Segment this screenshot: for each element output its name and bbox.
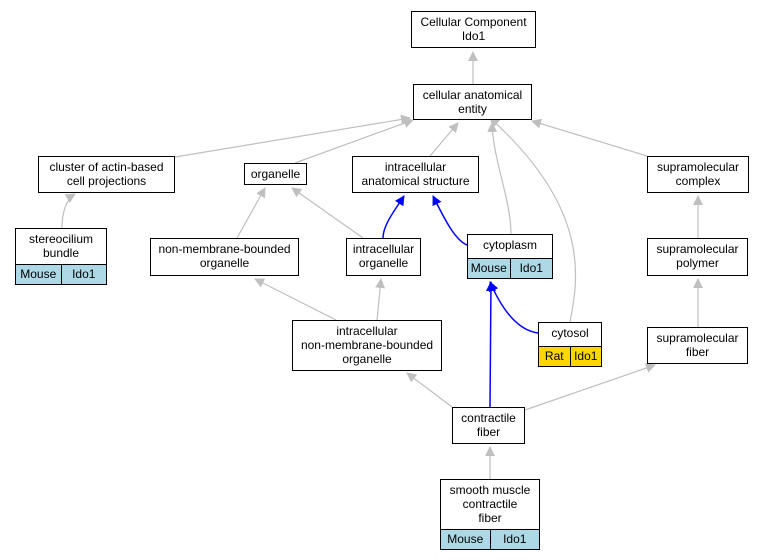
edge-io-to-ias xyxy=(382,195,405,239)
edge-cf-to-inmbo xyxy=(406,372,453,408)
edge-cluster-to-cae xyxy=(174,114,411,158)
edge-organelle-to-cae xyxy=(294,118,414,164)
node-label-line: cluster of actin-based xyxy=(49,160,164,174)
annotation-tag-mouse[interactable]: Ido1 xyxy=(509,259,552,278)
edge-cytosol-to-cyto xyxy=(489,281,539,334)
node-label-line: non-membrane-bounded xyxy=(300,338,434,352)
node-label-line: fiber xyxy=(476,425,501,439)
edge-io-to-organelle xyxy=(291,187,364,239)
edge-ias-to-cae xyxy=(429,122,459,157)
node-label: organelle xyxy=(245,164,306,184)
annotation-tag-mouse[interactable]: Mouse xyxy=(468,259,510,278)
node-label-line: contractile xyxy=(462,497,518,511)
annotation-tag-mouse[interactable]: Ido1 xyxy=(60,265,106,284)
node-label-line: cellular anatomical xyxy=(422,88,523,102)
node-label-line: organelle xyxy=(358,256,409,270)
node-label-line: cytosol xyxy=(551,326,589,340)
node-label-line: supramolecular xyxy=(656,160,740,174)
annotation-tag-mouse[interactable]: Ido1 xyxy=(489,530,539,549)
node-label-line: polymer xyxy=(676,256,719,270)
node-label-line: supramolecular xyxy=(656,331,739,345)
edge-nmbo-to-organelle xyxy=(236,187,266,239)
node-label-line: smooth muscle xyxy=(449,483,531,497)
node-label-line: intracellular xyxy=(352,242,415,256)
edge-cyto-to-cae xyxy=(487,122,512,235)
edge-stereo-to-cluster xyxy=(61,193,76,229)
edge-cytosol-to-cae xyxy=(489,117,577,323)
node-label-line: bundle xyxy=(42,246,80,260)
node-label-line: complex xyxy=(675,174,721,188)
node-label-line: intracellular xyxy=(384,160,447,174)
node-label-line: fiber xyxy=(478,511,502,525)
node-label-line: supramolecular xyxy=(656,242,739,256)
node-label-line: stereocilium xyxy=(28,232,94,246)
node-label-line: Ido1 xyxy=(461,29,486,43)
edge-inmbo-to-nmbo xyxy=(254,278,337,321)
node-label-line: organelle xyxy=(342,352,392,366)
edge-cyto-to-ias xyxy=(432,195,468,246)
edge-cf-to-smf xyxy=(524,363,656,411)
annotation-tag-mouse[interactable]: Mouse xyxy=(16,265,61,284)
node-label-line: non-membrane-bounded xyxy=(158,242,291,256)
node-label-line: contractile xyxy=(461,411,516,425)
node-label-line: cell projections xyxy=(66,174,147,188)
annotation-tag-rat[interactable]: Ido1 xyxy=(569,347,601,366)
node-label-line: organelle xyxy=(250,167,301,181)
node-label-line: fiber xyxy=(685,345,710,359)
node-label-line: entity xyxy=(458,102,487,116)
annotation-tag-rat[interactable]: Rat xyxy=(539,347,570,366)
node-label: cytosol xyxy=(539,323,601,346)
edge-cf-to-cyto xyxy=(485,281,496,408)
node-label-line: intracellular xyxy=(336,324,398,338)
node-label-line: anatomical structure xyxy=(361,174,470,188)
annotation-tag-mouse[interactable]: Mouse xyxy=(441,530,490,549)
node-label-line: organelle xyxy=(199,256,250,270)
edge-smc-to-cae xyxy=(531,118,648,157)
edge-inmbo-to-io xyxy=(375,278,386,321)
node-organelle[interactable]: organelle xyxy=(244,163,307,185)
node-label-line: cytoplasm xyxy=(482,238,538,252)
node-label: cytoplasm xyxy=(468,235,552,258)
node-label-line: Cellular Component xyxy=(420,15,527,29)
